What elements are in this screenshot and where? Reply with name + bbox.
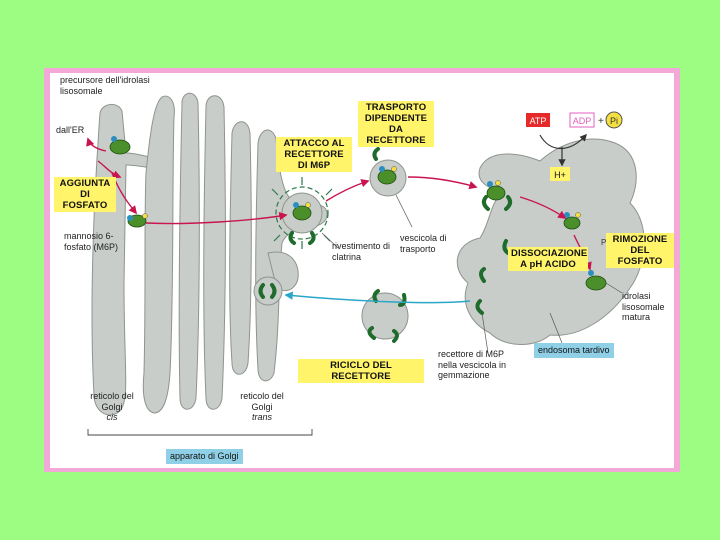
box-receptor-attach: ATTACCO AL RECETTORE DI M6P: [276, 137, 352, 172]
box-receptor-recycle: RICICLO DEL RECETTORE: [298, 359, 424, 383]
adp-badge: [569, 112, 595, 128]
trans-text: reticolo del Golgi: [240, 391, 284, 412]
golgi-diagram: ATP ADP + Pi H+ P: [86, 92, 645, 436]
h-plus-label: H+: [554, 170, 566, 180]
returning-receptor-vesicle: [253, 276, 283, 306]
label-receptor-vesicle: recettore di M6P nella vescicola in gemm…: [438, 349, 507, 380]
phosphate-tags: [111, 136, 594, 276]
label-vesicle: vescicola di trasporto: [400, 233, 447, 254]
cisterna-4: [203, 95, 226, 410]
cis-italic: cis: [106, 412, 118, 422]
golgi-bracket: [87, 429, 313, 436]
pointer-lines: [321, 194, 623, 354]
plus-sign: +: [598, 116, 604, 127]
box-late-endosome: endosoma tardivo: [534, 343, 614, 358]
cisterna-5: [229, 121, 252, 375]
atp-badge: [526, 113, 550, 127]
box-phosphate-add: AGGIUNTA DI FOSFATO: [54, 177, 116, 212]
pi-badge: [605, 111, 623, 129]
cisterna-2: [142, 95, 175, 414]
atp-arrow: [539, 133, 587, 149]
recycle-arrow: [284, 291, 471, 304]
cisterna-3: [178, 92, 200, 410]
adp-label: ADP: [573, 116, 592, 126]
h-plus-badge: [550, 167, 570, 181]
trans-italic: trans: [251, 412, 272, 422]
label-mature-hydrolase: idrolasi lisosomale matura: [622, 291, 665, 322]
box-phosphate-removal: RIMOZIONE DEL FOSFATO: [606, 233, 674, 268]
pi-label: Pi: [610, 116, 618, 126]
atp-label: ATP: [530, 116, 547, 126]
diagram-panel: ATP ADP + Pi H+ P precursore dell'idrola…: [50, 73, 674, 468]
box-dissociation: DISSOCIAZIONE A pH ACIDO: [508, 247, 588, 271]
box-golgi: apparato di Golgi: [166, 449, 243, 464]
label-clathrin: rivestimento di clatrina: [332, 241, 391, 262]
label-precursor: precursore dell'idrolasi lisosomale: [60, 75, 150, 96]
label-from-er: dall'ER: [56, 125, 85, 135]
label-mannose: mannosio 6-fosfato (M6P): [64, 231, 119, 252]
cis-text: reticolo del Golgi: [90, 391, 134, 412]
phosphate-p-label: P: [601, 238, 606, 247]
box-receptor-transport: TRASPORTO DIPENDENTE DA RECETTORE: [358, 101, 434, 147]
